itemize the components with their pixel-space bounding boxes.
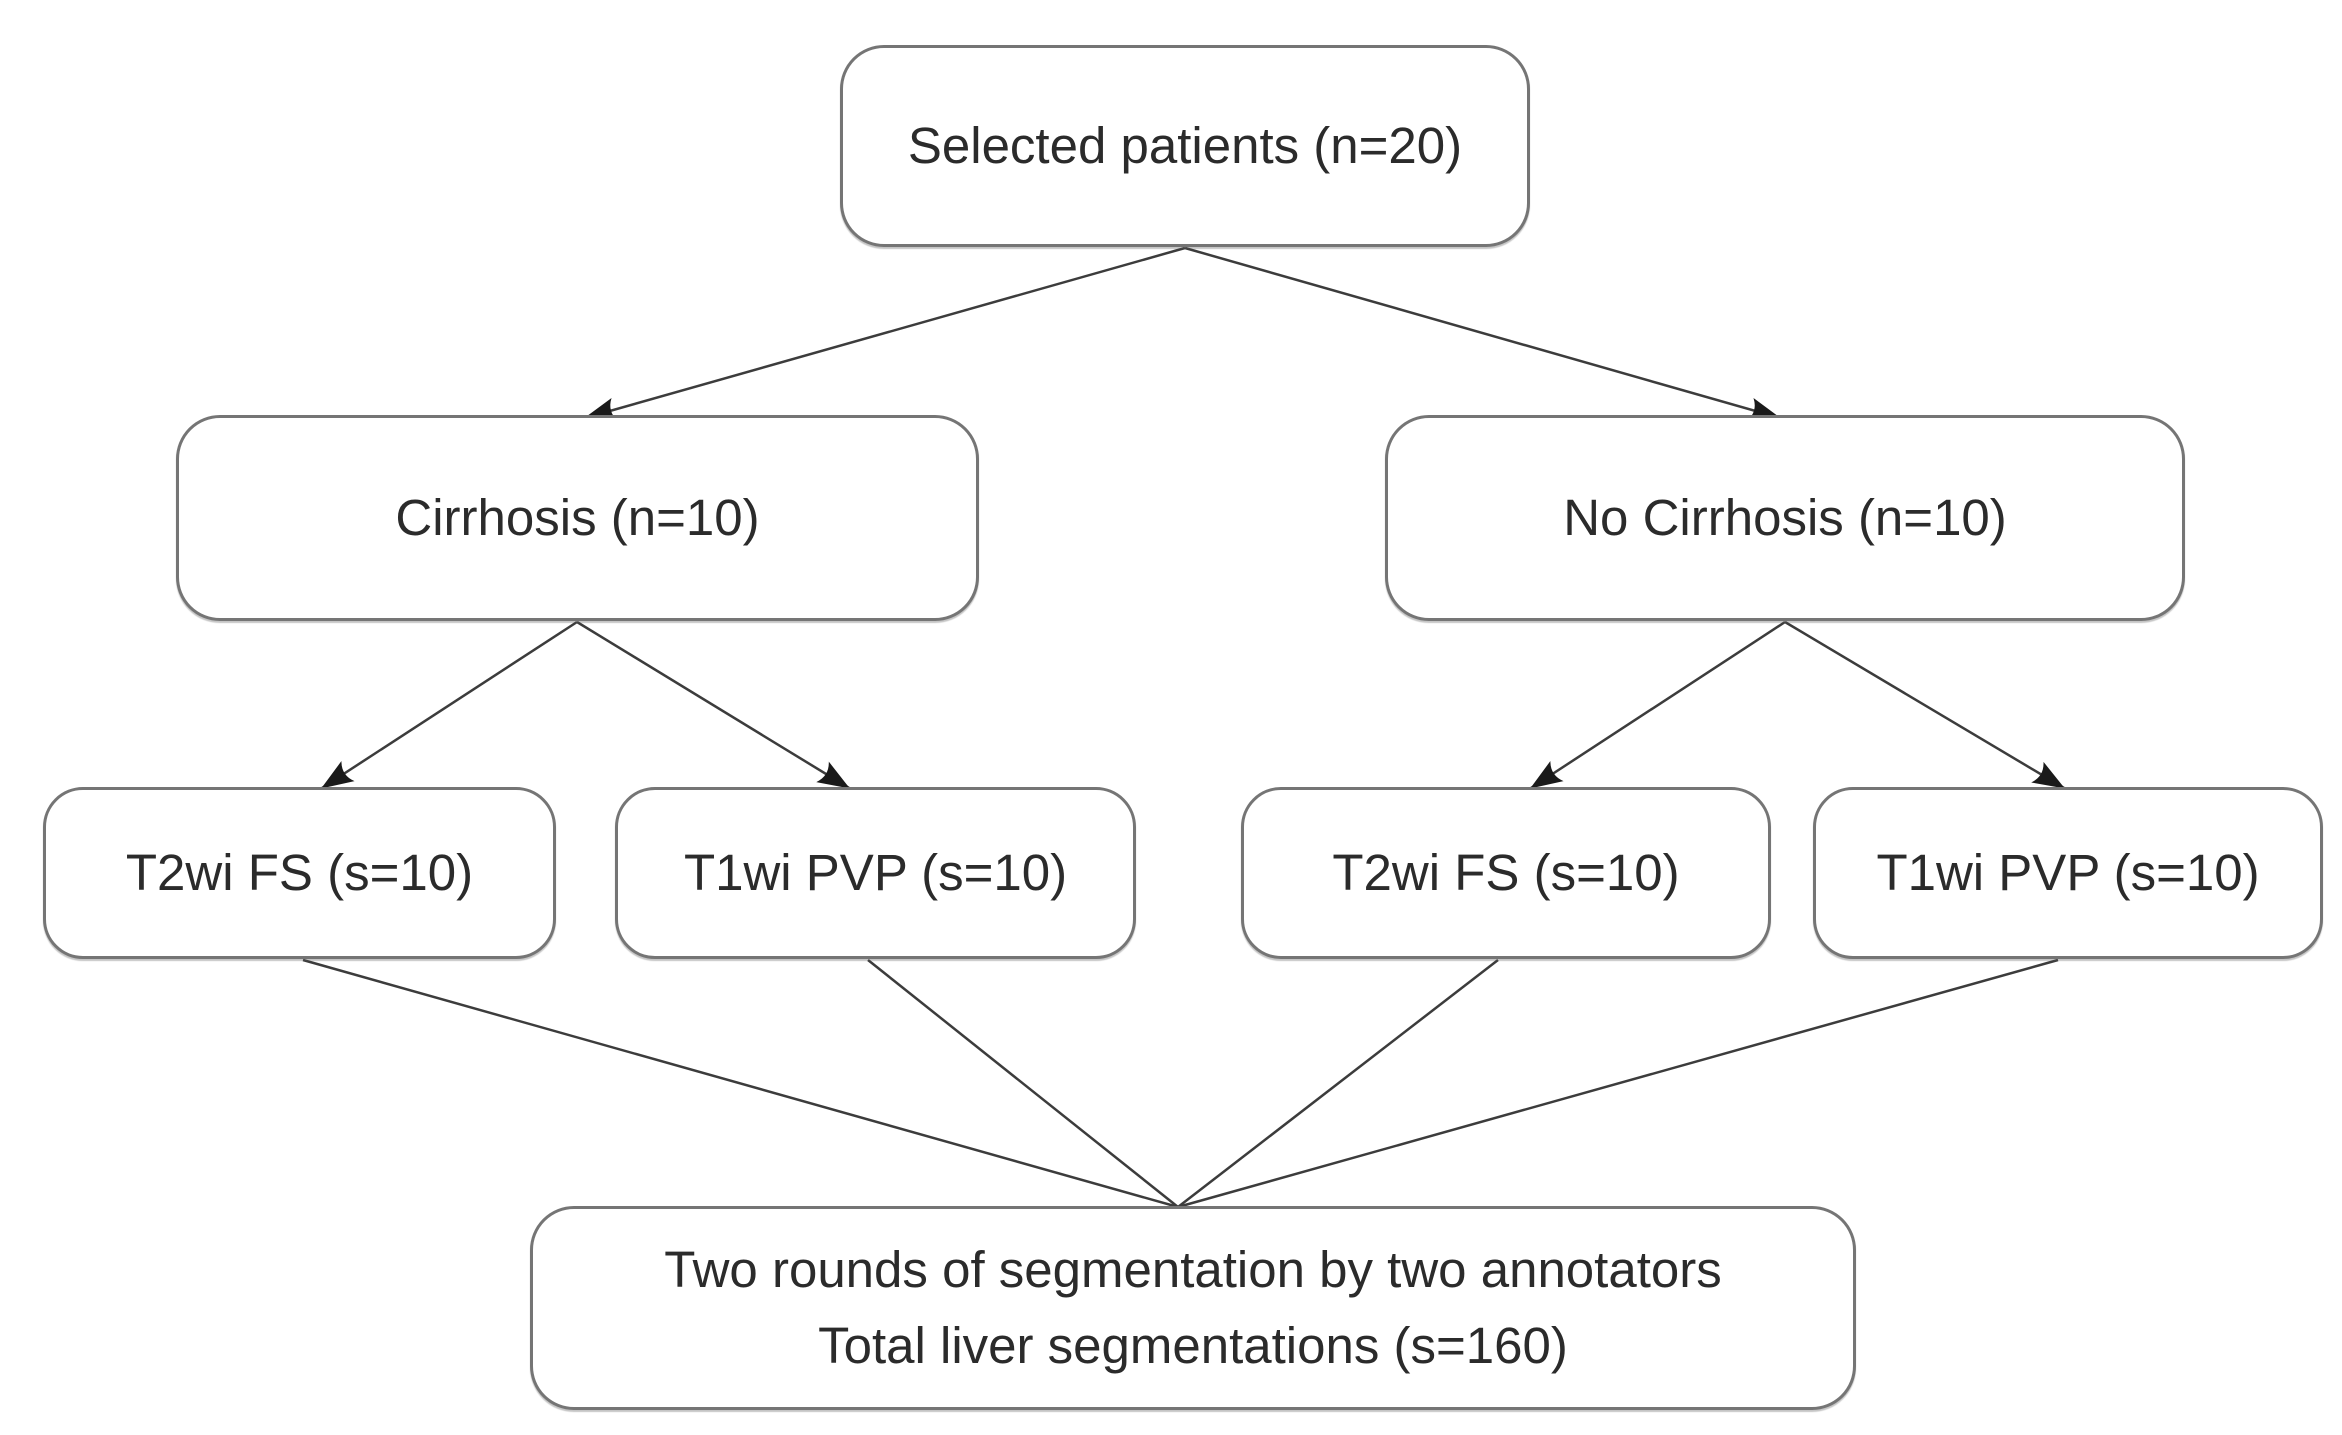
node-cirrhosis-t2wi-fs-label: T2wi FS (s=10) — [125, 843, 474, 901]
node-cirrhosis: Cirrhosis (n=10) — [176, 415, 979, 621]
node-no-cirrhosis-t1wi-pvp: T1wi PVP (s=10) — [1813, 787, 2323, 959]
edge-cirrhosis-t1wi — [576, 620, 850, 790]
edge-t1wi-right-result — [1177, 958, 2059, 1209]
node-no-cirrhosis-t2wi-fs-label: T2wi FS (s=10) — [1332, 843, 1680, 901]
node-segmentation-summary: Two rounds of segmentation by two annota… — [530, 1206, 1856, 1410]
node-cirrhosis-t2wi-fs: T2wi FS (s=10) — [43, 787, 556, 959]
edge-root-cirrhosis — [584, 246, 1186, 422]
node-no-cirrhosis-t2wi-fs: T2wi FS (s=10) — [1241, 787, 1771, 959]
node-cirrhosis-label: Cirrhosis (n=10) — [395, 488, 760, 546]
edge-root-no-cirrhosis — [1184, 246, 1781, 422]
node-cirrhosis-t1wi-pvp-label: T1wi PVP (s=10) — [683, 843, 1068, 901]
edge-no-cirrhosis-t1wi — [1784, 620, 2065, 790]
edge-cirrhosis-t2wi — [321, 620, 578, 790]
edge-no-cirrhosis-t2wi — [1530, 620, 1786, 790]
node-cirrhosis-t1wi-pvp: T1wi PVP (s=10) — [615, 787, 1136, 959]
node-no-cirrhosis: No Cirrhosis (n=10) — [1385, 415, 2185, 621]
edge-t1wi-left-result — [867, 959, 1179, 1208]
node-selected-patients-label: Selected patients (n=20) — [907, 116, 1463, 174]
edge-t2wi-left-result — [302, 958, 1179, 1209]
segmentation-summary-line1: Two rounds of segmentation by two annota… — [664, 1240, 1722, 1298]
node-no-cirrhosis-label: No Cirrhosis (n=10) — [1563, 488, 2007, 546]
node-no-cirrhosis-t1wi-pvp-label: T1wi PVP (s=10) — [1876, 843, 2260, 901]
node-selected-patients: Selected patients (n=20) — [840, 45, 1530, 247]
segmentation-summary-line2: Total liver segmentations (s=160) — [818, 1317, 1568, 1374]
edge-t2wi-right-result — [1177, 959, 1499, 1208]
